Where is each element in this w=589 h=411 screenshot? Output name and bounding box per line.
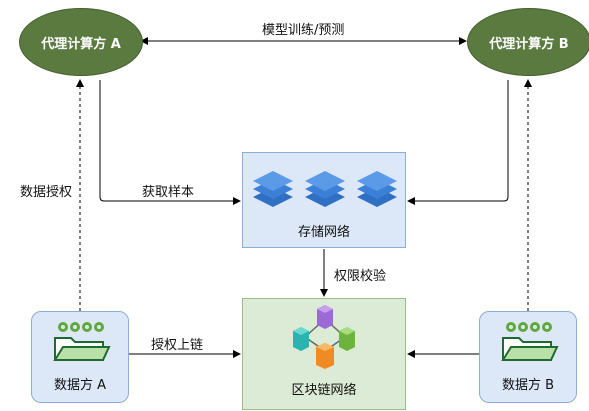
train-predict-label: 模型训练/预测 [262,23,345,38]
edge-b-to-storage [407,80,509,205]
perm-check-label: 权限校验 [334,269,387,284]
data-party-a-label: 数据方 A [53,378,107,393]
edge-get-samples [99,80,241,205]
layers-icon [253,171,293,207]
data-party-a-node: 数据方 A [31,311,129,403]
auth-onchain-label: 授权上链 [151,338,204,353]
data-party-b-label: 数据方 B [501,378,555,393]
layers-icon-group [253,171,397,207]
folder-gears-icon [53,322,111,361]
data-auth-label: 数据授权 [20,185,73,200]
agent-b-label: 代理计算方 B [489,36,569,52]
blockchain-network-label: 区块链网络 [291,383,357,398]
agent-a-node: 代理计算方 A [19,8,143,76]
layers-icon [357,171,397,207]
storage-network-label: 存储网络 [297,225,350,240]
cubes-icon [293,305,355,369]
folder-gears-icon [501,322,559,361]
data-party-b-node: 数据方 B [479,311,577,403]
blockchain-network-node: 区块链网络 [242,298,406,410]
storage-network-node: 存储网络 [242,152,406,248]
agent-b-node: 代理计算方 B [467,8,589,76]
layers-icon [305,171,345,207]
get-samples-label: 获取样本 [142,185,195,200]
agent-a-label: 代理计算方 A [41,36,121,52]
